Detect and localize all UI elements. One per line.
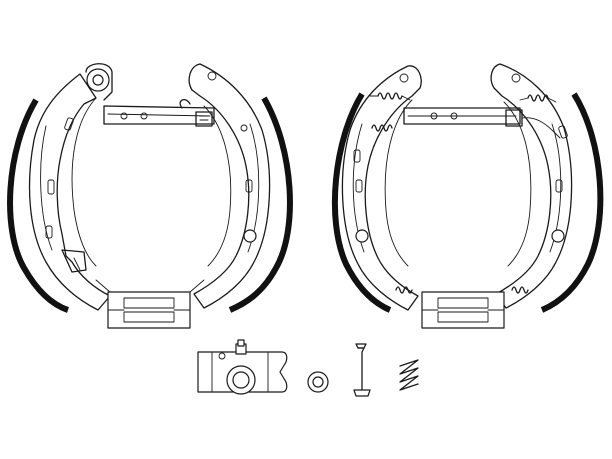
- left-inner-web-right: [203, 105, 232, 267]
- right-handbrake-cable: [521, 117, 561, 139]
- right-shoe-hole: [355, 229, 369, 243]
- left-bottom-anchor: [107, 291, 191, 329]
- right-shoe-right-hole: [551, 229, 565, 243]
- right-anchor-slot-top: [437, 297, 489, 309]
- right-spring-coil-1: [377, 92, 403, 100]
- left-adjuster-strut: [103, 105, 215, 125]
- right-adjuster-strut: [403, 107, 521, 125]
- left-strut-adjuster-block: [195, 111, 213, 127]
- hold-down-pin-tip: [355, 343, 367, 349]
- left-handbrake-lug: [61, 249, 87, 273]
- wheel-cylinder-bleeder: [237, 339, 245, 347]
- left-shoe-slot-1: [47, 179, 55, 195]
- left-shoe-right-pin: [240, 124, 248, 132]
- left-shoe-web-right: [188, 63, 271, 309]
- wheel-cylinder-port-inner: [232, 371, 250, 389]
- brake-shoe-assembly-right: [331, 63, 604, 329]
- left-shoe-web-left: [28, 73, 111, 311]
- left-inner-web-left: [71, 97, 97, 267]
- right-shoe-right-slot-1: [555, 179, 563, 193]
- right-shoe-right-slot-2: [558, 125, 568, 139]
- right-lower-spring-left: [395, 286, 413, 294]
- left-lining-left: [7, 98, 70, 313]
- left-anchor-slot-top: [123, 297, 175, 309]
- hold-down-pin-head: [353, 389, 371, 397]
- wheel-cylinder-boots: [211, 351, 269, 393]
- left-anchor-boss: [85, 63, 113, 101]
- right-inner-web-right: [503, 101, 532, 267]
- left-shoe-right-slot-1: [245, 179, 253, 193]
- right-shoe-right-hole-top: [511, 73, 521, 83]
- hold-down-pin-shaft: [357, 347, 365, 391]
- right-anchor-slot-bottom: [437, 311, 489, 323]
- right-shoe-slot-1: [355, 179, 363, 193]
- adjuster-nut: [307, 371, 329, 393]
- left-strut-centerline: [107, 113, 211, 117]
- right-lining-left: [331, 92, 392, 313]
- left-shoe-slot-2: [45, 225, 53, 239]
- left-strut-adjuster-teeth: [199, 115, 209, 121]
- left-strut-hole-2: [140, 112, 148, 120]
- right-strut-hole-2: [450, 112, 458, 120]
- right-strut-adjuster-block: [505, 109, 523, 127]
- right-strut-hole-1: [430, 112, 438, 120]
- left-anchor-pin: [92, 74, 104, 86]
- right-upper-spring-left: [369, 92, 411, 132]
- right-lower-spring-right: [511, 286, 529, 294]
- left-lining-right: [228, 96, 293, 313]
- right-spring-coil-2: [371, 124, 393, 132]
- left-handbrake-lug-line: [73, 257, 81, 271]
- hold-down-spring-coil: [399, 359, 419, 391]
- left-anchor-slot-bottom: [123, 311, 175, 323]
- right-spring-hooks-1: [369, 95, 411, 101]
- wheel-cylinder-bolt-1: [218, 352, 226, 360]
- right-spring-hooks-2: [519, 97, 557, 103]
- left-shoe-right-hole: [243, 229, 257, 243]
- right-upper-spring-right: [519, 94, 557, 103]
- right-inner-web-left: [384, 99, 413, 267]
- brake-shoe-assembly-left: [7, 63, 293, 329]
- hold-down-spring: [399, 359, 419, 391]
- right-shoe-web-right: [490, 63, 573, 309]
- wheel-cylinder: [197, 339, 288, 395]
- left-shoe-rim: [40, 125, 53, 251]
- hold-down-pin: [353, 343, 371, 397]
- adjuster-nut-inner: [312, 376, 324, 388]
- left-return-spring-links: [95, 279, 205, 293]
- right-spring-coil-3: [527, 94, 549, 102]
- right-bottom-anchor: [421, 291, 505, 329]
- right-shoe-web-left: [341, 65, 422, 311]
- left-strut-hole-1: [120, 112, 128, 120]
- right-shoe-slot-2: [353, 149, 361, 163]
- left-shoe-slot-3: [64, 117, 74, 131]
- right-shoe-hole-top: [399, 73, 409, 83]
- right-lining-right: [540, 92, 604, 313]
- left-shoe-right-hole-top: [207, 71, 217, 81]
- left-strut-hook: [179, 99, 191, 109]
